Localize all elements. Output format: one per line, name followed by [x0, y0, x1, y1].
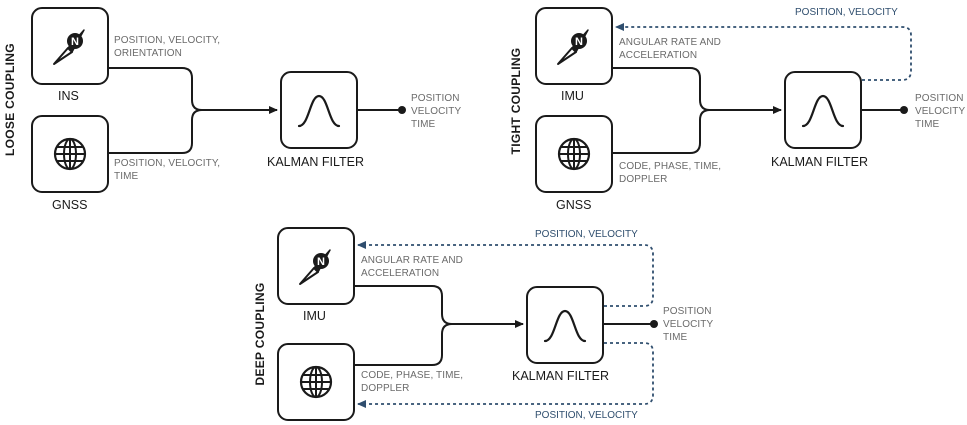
loose-kalman-name: KALMAN FILTER	[267, 155, 365, 169]
deep-feedback-bottom-line	[357, 342, 654, 408]
tight-output-line1: POSITION	[915, 93, 964, 104]
tight-output-line3: TIME	[915, 119, 940, 130]
deep-output-line1: POSITION	[663, 306, 712, 317]
loose-ins-output-line1: POSITION, VELOCITY,	[114, 35, 221, 46]
loose-ins-name: INS	[58, 89, 79, 103]
tight-gnss-line	[612, 109, 711, 154]
loose-output-line1: POSITION	[411, 93, 460, 104]
loose-gnss-output-label: POSITION, VELOCITY, TIME	[114, 157, 220, 183]
loose-gnss-output-line2: TIME	[114, 171, 139, 182]
tight-gnss-output-line1: CODE, PHASE, TIME,	[619, 161, 722, 172]
loose-coupling-title: LOOSE COUPLING	[3, 43, 17, 156]
deep-coupling-title: DEEP COUPLING	[253, 282, 267, 386]
tight-feedback-label: POSITION, VELOCITY	[795, 7, 898, 18]
deep-output-label: POSITION VELOCITY TIME	[663, 305, 713, 344]
loose-output-line2: VELOCITY	[411, 106, 462, 117]
loose-ins-output-line2: ORIENTATION	[114, 48, 182, 59]
loose-ins-output-label: POSITION, VELOCITY, ORIENTATION	[114, 34, 220, 60]
deep-imu-output-line1: ANGULAR RATE AND	[361, 255, 463, 266]
deep-output-line3: TIME	[663, 332, 688, 343]
deep-kalman-box	[526, 286, 604, 364]
tight-feedback-line	[615, 23, 912, 81]
loose-gnss-line	[108, 109, 203, 154]
tight-gnss-name: GNSS	[556, 198, 592, 212]
globe-icon	[53, 137, 87, 171]
deep-feedback-bottom-label: POSITION, VELOCITY	[535, 410, 638, 421]
tight-imu-output-label: ANGULAR RATE AND ACCELERATION	[619, 36, 721, 62]
tight-kalman-box	[784, 71, 862, 149]
tight-output-dot	[900, 106, 908, 114]
deep-gnss-output-line2: DOPPLER	[361, 383, 410, 394]
globe-icon	[557, 137, 591, 171]
loose-output-line3: TIME	[411, 119, 436, 130]
loose-gnss-name: GNSS	[52, 198, 88, 212]
deep-imu-name: IMU	[303, 309, 326, 323]
tight-imu-name: IMU	[561, 89, 584, 103]
deep-gnss-line	[354, 323, 453, 366]
deep-output-dot	[650, 320, 658, 328]
loose-ins-line	[108, 67, 278, 114]
tight-kalman-name: KALMAN FILTER	[771, 155, 869, 169]
deep-kalman-name: KALMAN FILTER	[512, 369, 610, 383]
deep-gnss-output-line1: CODE, PHASE, TIME,	[361, 370, 464, 381]
tight-gnss-output-line2: DOPPLER	[619, 174, 668, 185]
tight-imu-line	[612, 67, 782, 114]
deep-imu-output-label: ANGULAR RATE AND ACCELERATION	[361, 254, 463, 280]
loose-gnss-output-line1: POSITION, VELOCITY,	[114, 158, 221, 169]
deep-feedback-top-line	[357, 241, 654, 307]
tight-output-line2: VELOCITY	[915, 106, 966, 117]
deep-imu-output-line2: ACCELERATION	[361, 268, 440, 279]
tight-gnss-output-label: CODE, PHASE, TIME, DOPPLER	[619, 160, 721, 186]
deep-feedback-top-label: POSITION, VELOCITY	[535, 229, 638, 240]
deep-output-line2: VELOCITY	[663, 319, 714, 330]
loose-output-dot	[398, 106, 406, 114]
loose-kalman-box	[280, 71, 358, 149]
deep-gnss-output-label: CODE, PHASE, TIME, DOPPLER	[361, 369, 463, 395]
tight-imu-output-line2: ACCELERATION	[619, 50, 698, 61]
tight-imu-output-line1: ANGULAR RATE AND	[619, 37, 721, 48]
tight-coupling-title: TIGHT COUPLING	[509, 47, 523, 155]
deep-imu-line	[354, 285, 524, 328]
tight-output-label: POSITION VELOCITY TIME	[915, 92, 965, 131]
loose-output-label: POSITION VELOCITY TIME	[411, 92, 461, 131]
globe-icon	[299, 365, 333, 399]
